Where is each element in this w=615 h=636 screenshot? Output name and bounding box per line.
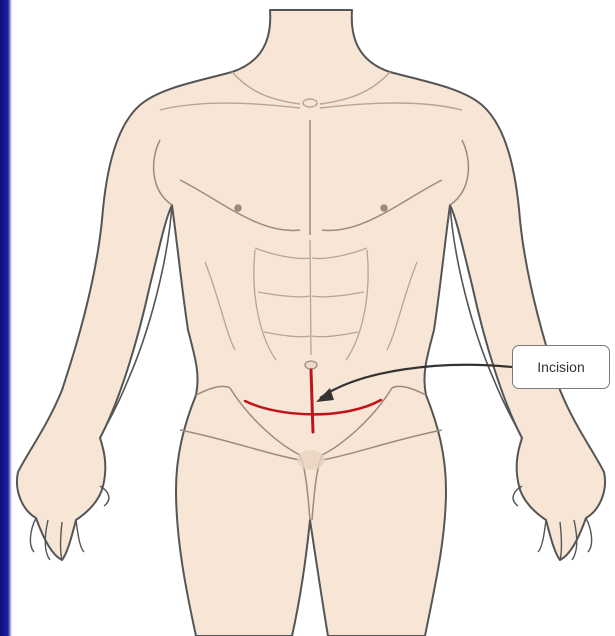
vertical-incision bbox=[311, 370, 313, 432]
navel bbox=[305, 361, 317, 369]
groin-shading bbox=[297, 450, 325, 470]
incision-callout: Incision bbox=[512, 345, 610, 389]
callout-label: Incision bbox=[537, 359, 584, 375]
